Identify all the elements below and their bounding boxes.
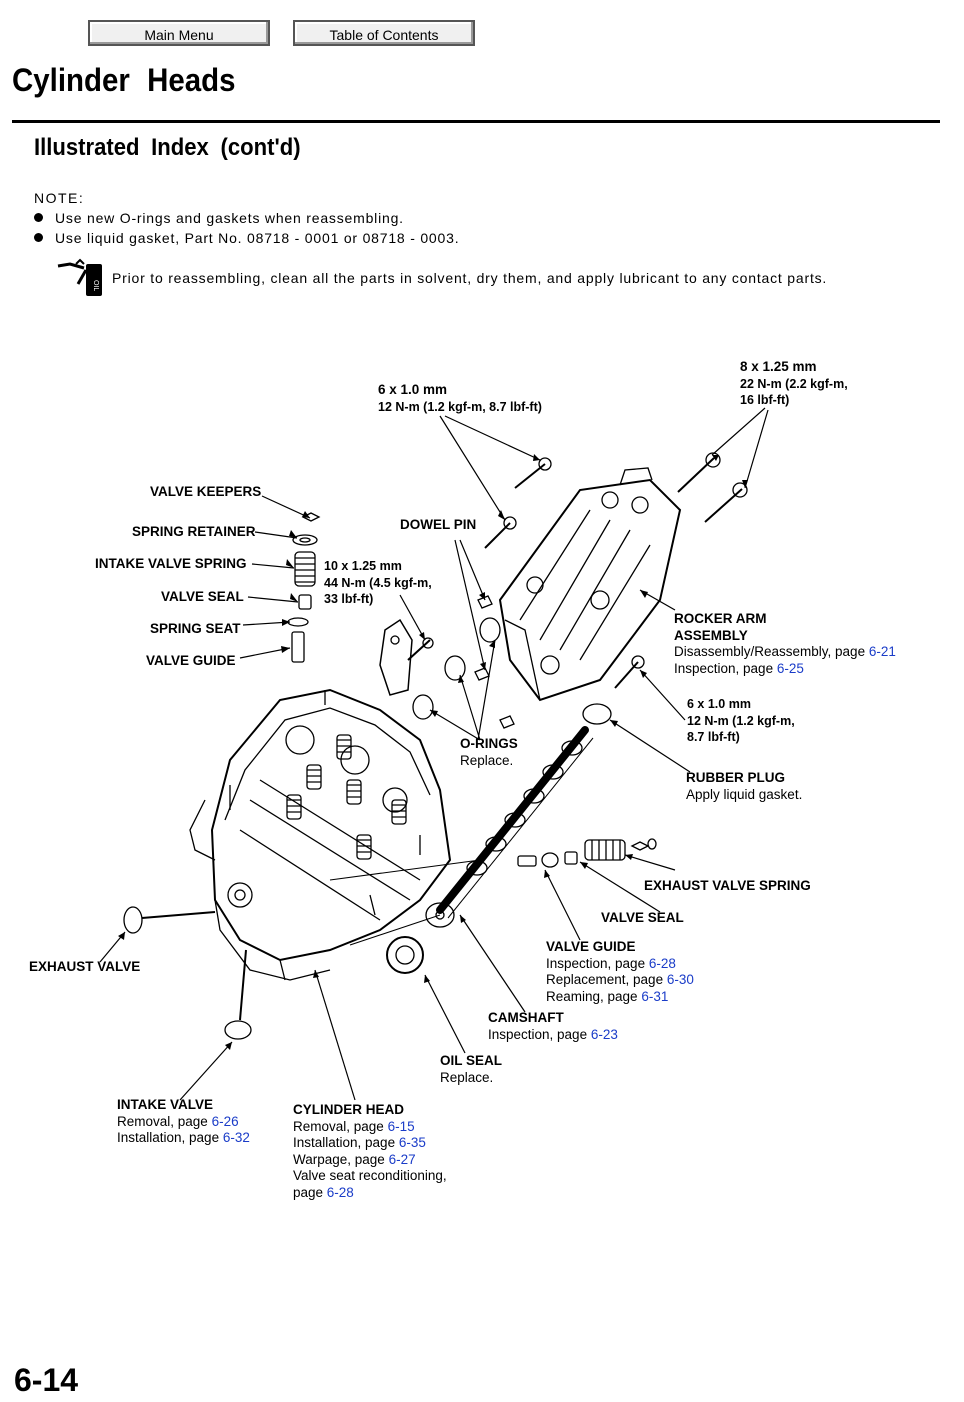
valve-guide-right-label: VALVE GUIDE Inspection, page 6-28 Replac… [546, 939, 694, 1004]
valve-parts-stack-drawing [287, 512, 321, 663]
rocker-arm-assembly-drawing [498, 467, 682, 702]
note-bullet: Use liquid gasket, Part No. 08718 - 0001… [34, 230, 459, 246]
spring-retainer-label: SPRING RETAINER [132, 524, 256, 539]
page-link-6-26[interactable]: 6-26 [211, 1113, 239, 1129]
valve-keepers-label: VALVE KEEPERS [150, 484, 262, 499]
oil-icon-text: OIL [92, 280, 99, 291]
page-link-6-35[interactable]: 6-35 [398, 1135, 426, 1150]
rubber-plug-label: RUBBER PLUG Apply liquid gasket. [686, 770, 803, 802]
exhaust-valve-spring-label: EXHAUST VALVE SPRING [644, 878, 811, 893]
table-of-contents-button[interactable]: Table of Contents [293, 20, 475, 46]
cylinder-head-label: CYLINDER HEAD Removal, page 6-15 Install… [293, 1102, 447, 1200]
oil-can-icon: OIL [56, 258, 106, 298]
spring-seat-label: SPRING SEAT [150, 621, 241, 636]
page-link-6-28-reconditioning[interactable]: 6-28 [326, 1184, 354, 1200]
page-link-6-31[interactable]: 6-31 [641, 988, 669, 1004]
valve-seal-right-label: VALVE SEAL [601, 910, 684, 925]
head-valve-springs-drawing [286, 734, 407, 860]
bolt-6x10-right-label: 6 x 1.0 mm 12 N-m (1.2 kgf-m, 8.7 lbf-ft… [687, 697, 795, 744]
page-link-6-25[interactable]: 6-25 [776, 660, 804, 676]
page-link-6-23[interactable]: 6-23 [590, 1026, 618, 1042]
oil-note-text: Prior to reassembling, clean all the par… [112, 270, 828, 286]
page-link-6-30[interactable]: 6-30 [666, 972, 694, 987]
page-link-6-15[interactable]: 6-15 [387, 1118, 415, 1134]
page-title: Cylinder Heads [12, 62, 236, 98]
bolt-6x10-top-label: 6 x 1.0 mm 12 N-m (1.2 kgf-m, 8.7 lbf-ft… [378, 382, 542, 414]
exhaust-valve-drawing [123, 906, 216, 934]
bolt-8x125-label: 8 x 1.25 mm 22 N-m (2.2 kgf-m, 16 lbf-ft… [740, 359, 848, 407]
o-rings-label: O-RINGS Replace. [460, 736, 518, 768]
page-link-6-28[interactable]: 6-28 [648, 955, 676, 971]
bolt-10x125-label: 10 x 1.25 mm 44 N-m (4.5 kgf-m, 33 lbf-f… [324, 559, 432, 606]
section-subtitle: Illustrated Index (cont'd) [34, 134, 301, 161]
page-number: 6-14 [14, 1362, 79, 1398]
camshaft-label: CAMSHAFT Inspection, page 6-23 [488, 1010, 618, 1042]
page-link-6-27[interactable]: 6-27 [388, 1151, 416, 1167]
page-link-6-21[interactable]: 6-21 [868, 644, 896, 659]
rocker-arm-assembly-label: ROCKER ARM ASSEMBLY Disassembly/Reassemb… [674, 611, 896, 676]
dowel-pin-label: DOWEL PIN [400, 517, 477, 532]
main-menu-button[interactable]: Main Menu [88, 20, 270, 46]
exhaust-valve-parts-drawing [517, 838, 657, 868]
camshaft-drawing [425, 726, 594, 928]
page-link-6-32[interactable]: 6-32 [222, 1130, 250, 1145]
title-divider [12, 120, 940, 123]
intake-valve-label: INTAKE VALVE Removal, page 6-26 Installa… [117, 1097, 250, 1145]
cylinder-head-drawing [189, 688, 452, 981]
oil-seal-label: OIL SEAL Replace. [440, 1053, 503, 1085]
valve-guide-left-label: VALVE GUIDE [146, 653, 236, 668]
exhaust-valve-label: EXHAUST VALVE [29, 959, 141, 974]
leader-arrowheads [118, 454, 748, 1050]
intake-valve-spring-label: INTAKE VALVE SPRING [95, 556, 247, 571]
valve-seal-left-label: VALVE SEAL [161, 589, 244, 604]
note-heading: NOTE: [34, 190, 85, 206]
note-bullet: Use new O-rings and gaskets when reassem… [34, 210, 404, 226]
intake-valve-drawing [224, 949, 252, 1040]
